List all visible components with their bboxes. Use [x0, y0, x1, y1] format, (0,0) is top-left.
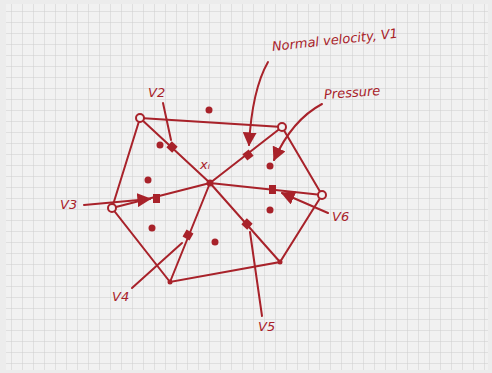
callout-number: V3 [60, 198, 77, 212]
callout-number: V6 [332, 210, 349, 224]
callout-number: V5 [258, 320, 275, 334]
callout-number: V4 [112, 290, 129, 304]
point-label: xᵢ [200, 158, 210, 172]
callout-number: V2 [148, 86, 165, 100]
